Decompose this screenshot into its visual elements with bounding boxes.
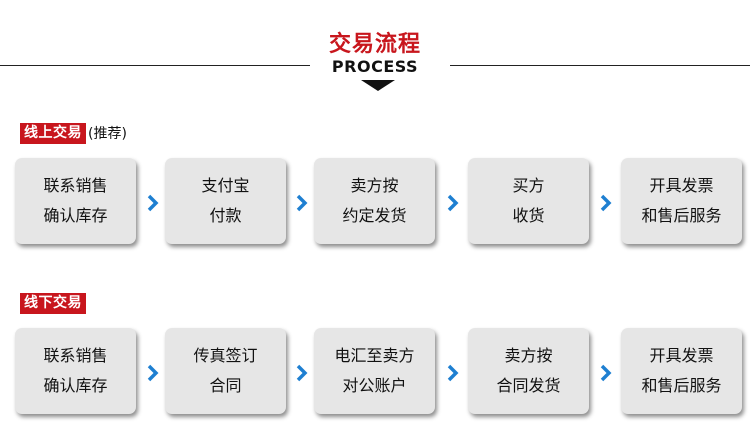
- online-step-1: 联系销售 确认库存: [15, 158, 136, 244]
- online-step-1-line2: 确认库存: [43, 206, 108, 225]
- header-divider-right: [450, 65, 750, 66]
- online-step-3: 卖方按 约定发货: [314, 158, 435, 244]
- online-step-2: 支付宝 付款: [165, 158, 286, 244]
- offline-step-4: 卖方按 合同发货: [468, 328, 589, 414]
- chevron-right-icon: [600, 364, 612, 382]
- offline-step-4-line1: 卖方按: [504, 346, 553, 365]
- chevron-right-icon: [147, 194, 159, 212]
- online-step-3-line1: 卖方按: [350, 176, 399, 195]
- offline-step-4-line2: 合同发货: [496, 376, 561, 395]
- offline-step-3: 电汇至卖方 对公账户: [314, 328, 435, 414]
- offline-section-label: 线下交易: [20, 292, 86, 314]
- header-divider-left: [0, 65, 310, 66]
- online-step-2-line1: 支付宝: [201, 176, 250, 195]
- chevron-right-icon: [447, 364, 459, 382]
- chevron-right-icon: [296, 364, 308, 382]
- online-step-2-line2: 付款: [209, 206, 242, 225]
- online-step-5-line2: 和售后服务: [641, 206, 722, 225]
- page-title: 交易流程: [328, 32, 421, 57]
- offline-step-3-line1: 电汇至卖方: [334, 346, 415, 365]
- chevron-right-icon: [147, 364, 159, 382]
- online-step-4-line1: 买方: [512, 176, 545, 195]
- offline-flow: 联系销售 确认库存 传真签订 合同 电汇至卖方 对公账户 卖方按 合同发货 开具…: [0, 328, 750, 418]
- online-step-4-line2: 收货: [512, 206, 545, 225]
- online-step-3-line2: 约定发货: [342, 206, 407, 225]
- offline-step-2-line1: 传真签订: [193, 346, 258, 365]
- online-step-5: 开具发票 和售后服务: [621, 158, 742, 244]
- offline-step-5-line2: 和售后服务: [641, 376, 722, 395]
- online-section-tag: 线上交易: [20, 122, 86, 144]
- online-section-note: (推荐): [88, 126, 127, 142]
- offline-step-1: 联系销售 确认库存: [15, 328, 136, 414]
- online-step-5-line1: 开具发票: [649, 176, 714, 195]
- online-section-label: 线上交易 (推荐): [20, 122, 127, 144]
- online-flow: 联系销售 确认库存 支付宝 付款 卖方按 约定发货 买方 收货 开具发票 和售后…: [0, 158, 750, 248]
- page-subtitle: PROCESS: [331, 57, 419, 76]
- header: 交易流程 PROCESS: [0, 0, 750, 100]
- online-step-4: 买方 收货: [468, 158, 589, 244]
- offline-step-5-line1: 开具发票: [649, 346, 714, 365]
- offline-step-3-line2: 对公账户: [342, 376, 407, 395]
- chevron-right-icon: [296, 194, 308, 212]
- offline-section-tag: 线下交易: [20, 292, 86, 314]
- triangle-down-icon: [361, 80, 395, 91]
- offline-step-1-line2: 确认库存: [43, 376, 108, 395]
- offline-step-5: 开具发票 和售后服务: [621, 328, 742, 414]
- offline-step-2: 传真签订 合同: [165, 328, 286, 414]
- chevron-right-icon: [600, 194, 612, 212]
- chevron-right-icon: [447, 194, 459, 212]
- online-step-1-line1: 联系销售: [43, 176, 108, 195]
- offline-step-1-line1: 联系销售: [43, 346, 108, 365]
- offline-step-2-line2: 合同: [209, 376, 242, 395]
